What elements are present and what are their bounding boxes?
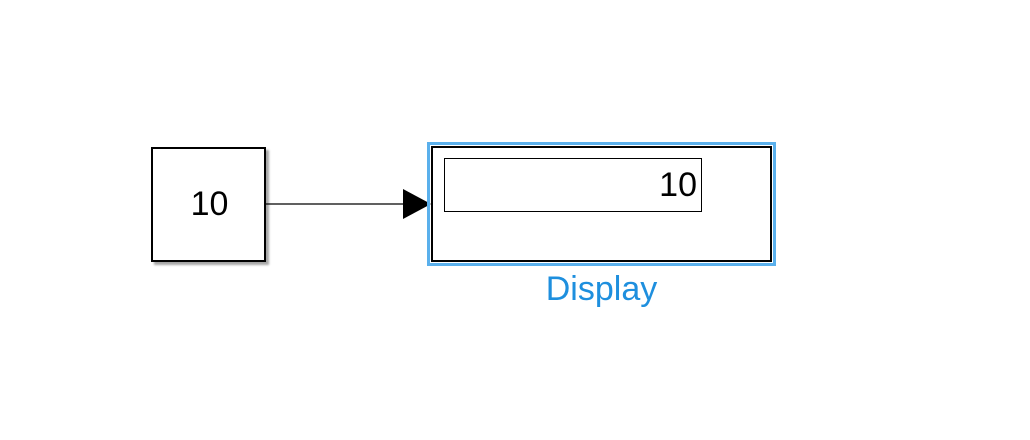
display-readout-value: 10: [659, 165, 697, 204]
display-block-selection-highlight: [427, 142, 776, 266]
display-readout: 10: [444, 158, 702, 212]
display-block-name[interactable]: Display: [545, 270, 658, 308]
constant-value: 10: [190, 185, 229, 223]
constant-block[interactable]: 10: [151, 147, 266, 262]
